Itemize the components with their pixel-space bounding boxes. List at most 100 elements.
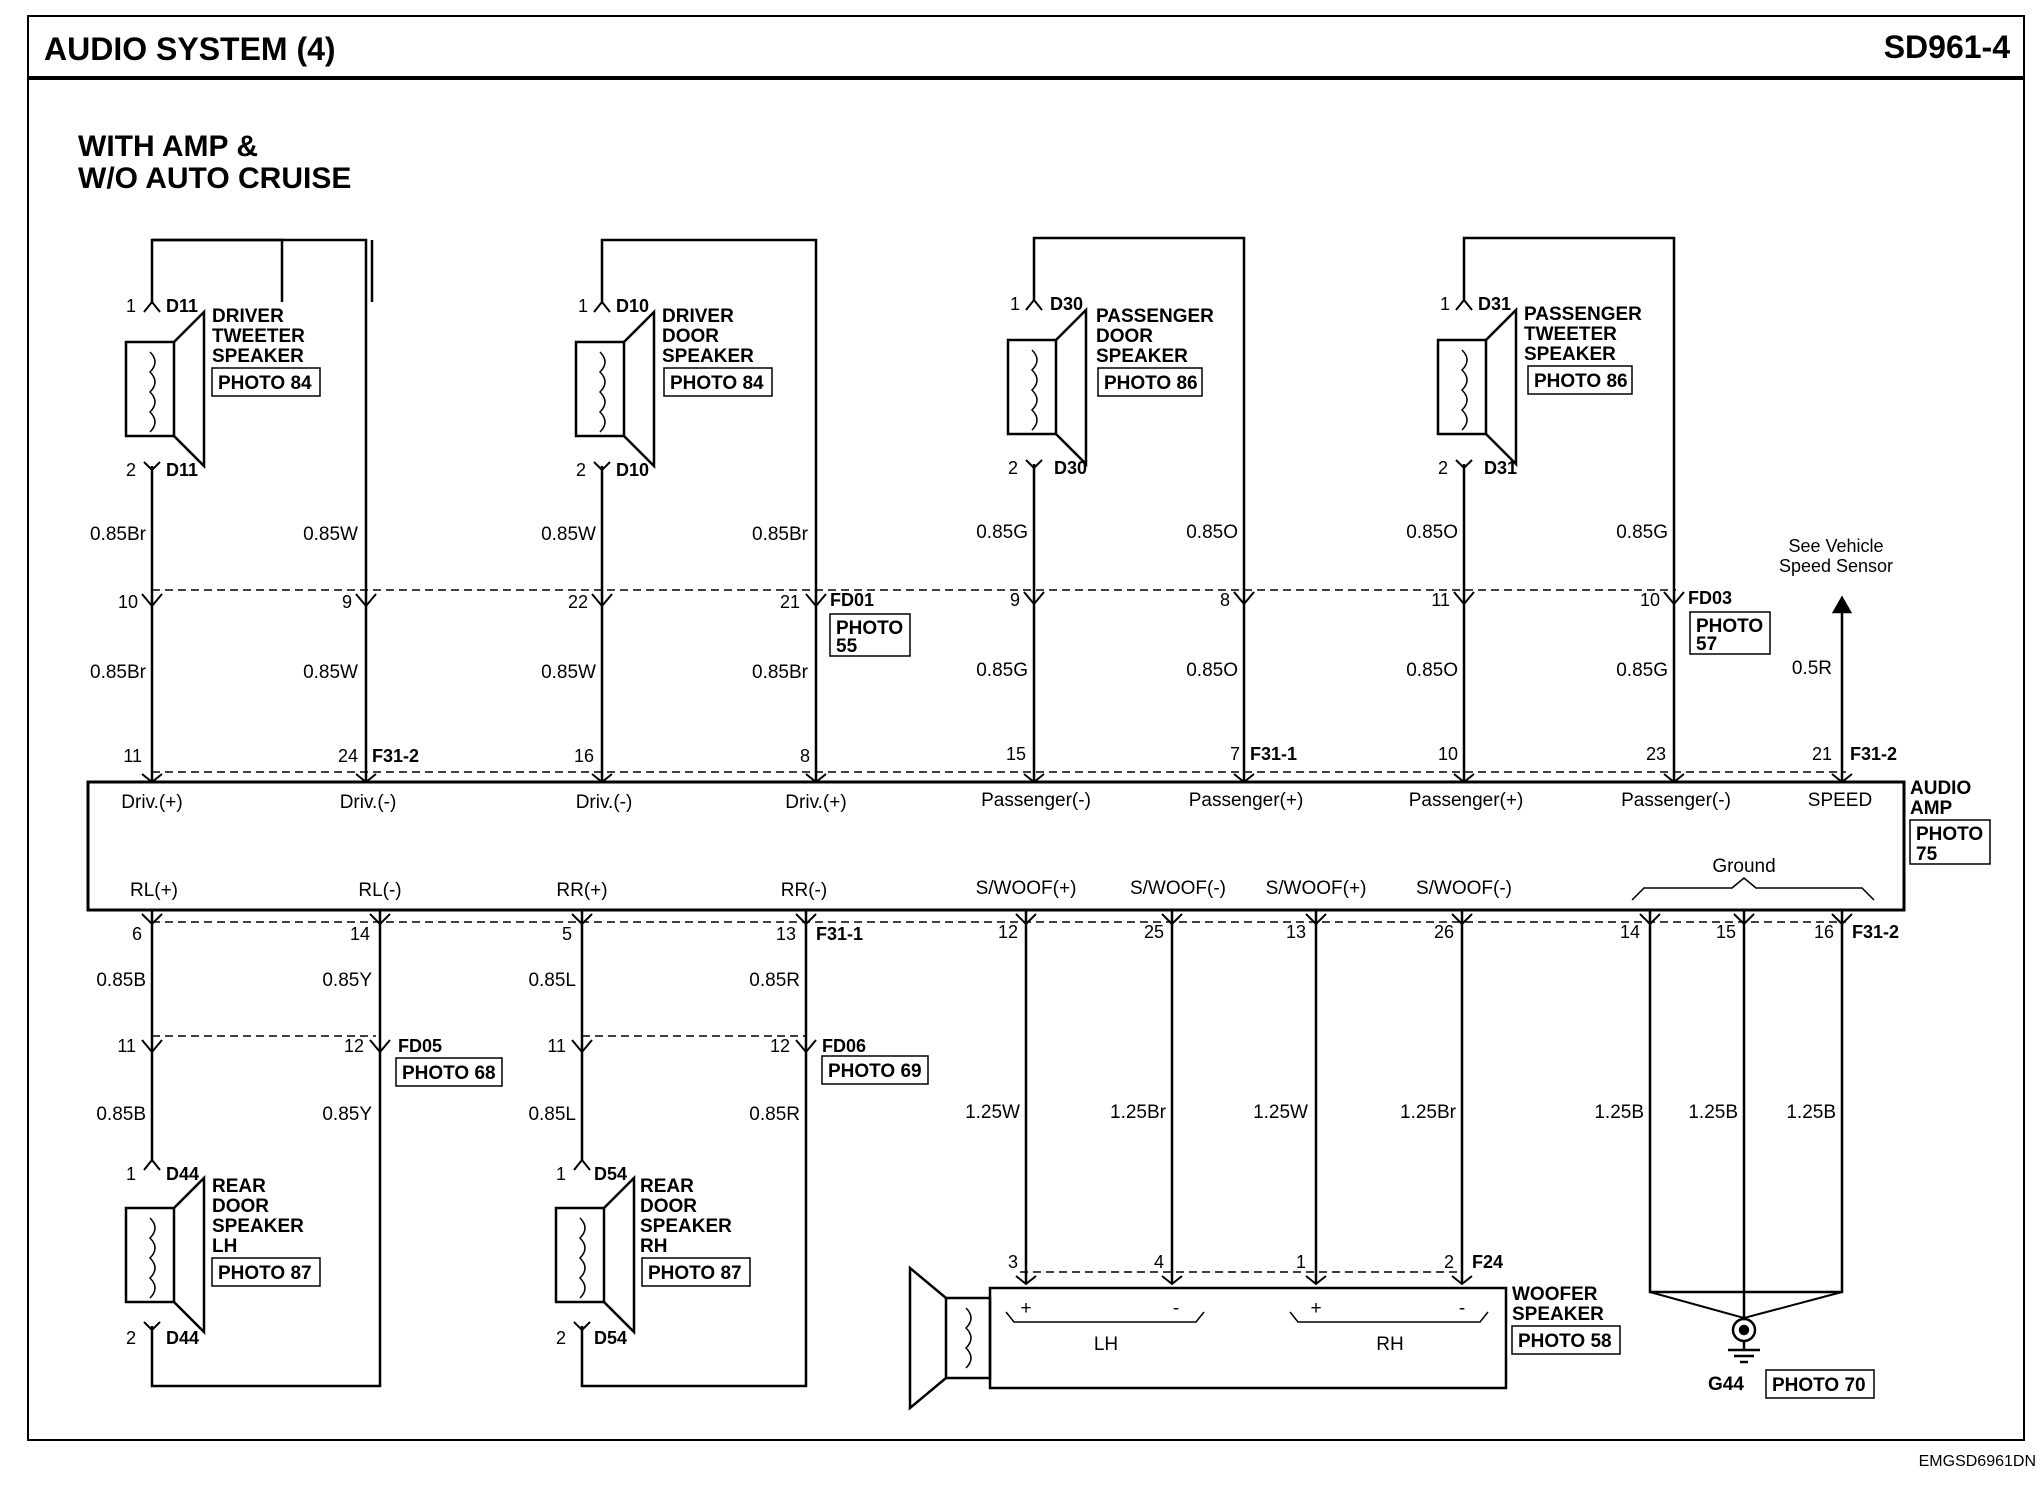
label-driver-door-1: DRIVER xyxy=(662,306,734,327)
footer-code: EMGSD6961DN xyxy=(1919,1453,2036,1470)
wire-top-5-lower: 0.85G xyxy=(976,660,1028,681)
pin-amp-top-5: 15 xyxy=(1006,744,1026,764)
terminal-swoof-3: S/WOOF(+) xyxy=(1266,878,1367,899)
pin-d44-1: 1 xyxy=(126,1164,136,1184)
photo-box-fd01 xyxy=(829,613,911,657)
photo-box-d30 xyxy=(1097,367,1203,397)
pin-mid-8: 10 xyxy=(1640,590,1660,610)
photo-box-fd03 xyxy=(1689,611,1771,655)
ground-label: Ground xyxy=(1712,856,1775,877)
conn-fd01: FD01 xyxy=(830,590,874,610)
speaker-passenger-door xyxy=(1006,306,1088,468)
conn-d11-top: D11 xyxy=(166,296,198,316)
wire-top-3-upper: 0.85W xyxy=(541,524,596,545)
wire-woof-3: 1.25W xyxy=(1253,1102,1308,1123)
pin-woof-amp-2: 25 xyxy=(1144,922,1164,942)
photo-box-g44 xyxy=(1765,1369,1875,1399)
woofer-plus-rh: + xyxy=(1310,1298,1321,1319)
terminal-rl-plus: RL(+) xyxy=(130,880,178,901)
label-rear-lh-3: SPEAKER xyxy=(212,1216,304,1237)
audio-amp-box xyxy=(86,780,1906,912)
wire-top-1-lower: 0.85Br xyxy=(90,662,147,683)
page-frame xyxy=(27,15,2025,1441)
amp-label-2: AMP xyxy=(1910,798,1953,819)
bottom-labels: 6 14 5 13 F31-1 0.85B 0.85Y 0.85L 0.85R … xyxy=(96,922,1899,1399)
terminal-top-5: Passenger(-) xyxy=(981,790,1091,811)
conn-fd06: FD06 xyxy=(822,1036,866,1056)
wire-bot-1-upper: 0.85B xyxy=(96,970,146,991)
label-passenger-door-1: PASSENGER xyxy=(1096,306,1214,327)
pin-mid-bot-3: 11 xyxy=(547,1036,566,1056)
wire-top-8-upper: 0.85G xyxy=(1616,522,1668,543)
pin-d54-2: 2 xyxy=(556,1328,566,1348)
conn-f31-2-c: F31-2 xyxy=(1852,922,1899,942)
label-driver-tweeter-1: DRIVER xyxy=(212,306,284,327)
label-passenger-door-2: DOOR xyxy=(1096,326,1153,347)
terminal-rr-minus: RR(-) xyxy=(781,880,827,901)
wire-top-5-upper: 0.85G xyxy=(976,522,1028,543)
pin-amp-top-7: 10 xyxy=(1438,744,1458,764)
pin-mid-bot-4: 12 xyxy=(770,1036,790,1056)
label-rear-rh-2: DOOR xyxy=(640,1196,697,1217)
conn-d10-bottom: D10 xyxy=(616,460,649,480)
conn-fd05: FD05 xyxy=(398,1036,442,1056)
wire-woof-2: 1.25Br xyxy=(1110,1102,1167,1123)
label-passenger-tweeter-2: TWEETER xyxy=(1524,324,1617,345)
label-driver-tweeter-2: TWEETER xyxy=(212,326,305,347)
photo-fd03-2: 57 xyxy=(1696,634,1717,655)
pin-mid-5: 9 xyxy=(1010,590,1020,610)
wire-top-4-upper: 0.85Br xyxy=(752,524,809,545)
terminal-swoof-2: S/WOOF(-) xyxy=(1130,878,1226,899)
photo-woofer: PHOTO 58 xyxy=(1518,1331,1612,1352)
wire-bot-4-upper: 0.85R xyxy=(749,970,800,991)
pin-mid-7: 11 xyxy=(1431,590,1450,610)
speaker-driver-door xyxy=(574,308,656,470)
amp-photo-2: 75 xyxy=(1916,844,1938,865)
pin-amp-bot-4: 13 xyxy=(776,924,796,944)
top-speaker-labels: 1 D11 2 D11 DRIVER TWEETER SPEAKER PHOTO… xyxy=(126,294,1642,480)
terminal-top-1: Driv.(+) xyxy=(121,792,182,813)
pin-woof-amp-1: 12 xyxy=(998,922,1018,942)
ground-symbol xyxy=(1728,1317,1760,1364)
woofer-label-2: SPEAKER xyxy=(1512,1304,1604,1325)
pin-d10-1: 1 xyxy=(578,296,588,316)
photo-d30: PHOTO 86 xyxy=(1104,373,1198,394)
pin-d11-2: 2 xyxy=(126,460,136,480)
photo-fd01-2: 55 xyxy=(836,636,858,657)
terminal-top-8: Passenger(-) xyxy=(1621,790,1731,811)
woofer-lh: LH xyxy=(1094,1334,1118,1355)
label-rear-lh-1: REAR xyxy=(212,1176,266,1197)
photo-box-d54 xyxy=(641,1257,751,1287)
bottom-wiring xyxy=(150,910,1844,1388)
label-rear-lh-2: DOOR xyxy=(212,1196,269,1217)
photo-box-woofer xyxy=(1511,1325,1621,1355)
photo-fd06: PHOTO 69 xyxy=(828,1061,922,1082)
pin-amp-bot-1: 6 xyxy=(132,924,142,944)
terminal-swoof-4: S/WOOF(-) xyxy=(1416,878,1512,899)
terminal-top-6: Passenger(+) xyxy=(1189,790,1304,811)
wire-bot-2-lower: 0.85Y xyxy=(322,1104,372,1125)
wire-top-8-lower: 0.85G xyxy=(1616,660,1668,681)
speed-wire: 0.5R xyxy=(1792,658,1832,679)
conn-d44-bottom: D44 xyxy=(166,1328,199,1348)
amp-photo-1: PHOTO xyxy=(1916,824,1983,845)
wire-top-1-upper: 0.85Br xyxy=(90,524,147,545)
photo-box-fd05 xyxy=(395,1057,503,1087)
label-rear-rh-1: REAR xyxy=(640,1176,694,1197)
wire-top-6-lower: 0.85O xyxy=(1186,660,1238,681)
pin-mid-3: 22 xyxy=(568,592,588,612)
conn-d10-top: D10 xyxy=(616,296,649,316)
speed-note-2: Speed Sensor xyxy=(1779,556,1893,576)
pin-d31-1: 1 xyxy=(1440,294,1450,314)
wire-bot-4-lower: 0.85R xyxy=(749,1104,800,1125)
speaker-rear-rh xyxy=(554,1174,636,1336)
label-passenger-tweeter-1: PASSENGER xyxy=(1524,304,1642,325)
pin-amp-top-8: 23 xyxy=(1646,744,1666,764)
label-rear-rh-4: RH xyxy=(640,1236,667,1257)
label-rear-rh-3: SPEAKER xyxy=(640,1216,732,1237)
conn-d30-bottom: D30 xyxy=(1054,458,1087,478)
photo-g44: PHOTO 70 xyxy=(1772,1375,1866,1396)
pin-woof-spk-2: 4 xyxy=(1154,1252,1164,1272)
wire-top-3-lower: 0.85W xyxy=(541,662,596,683)
